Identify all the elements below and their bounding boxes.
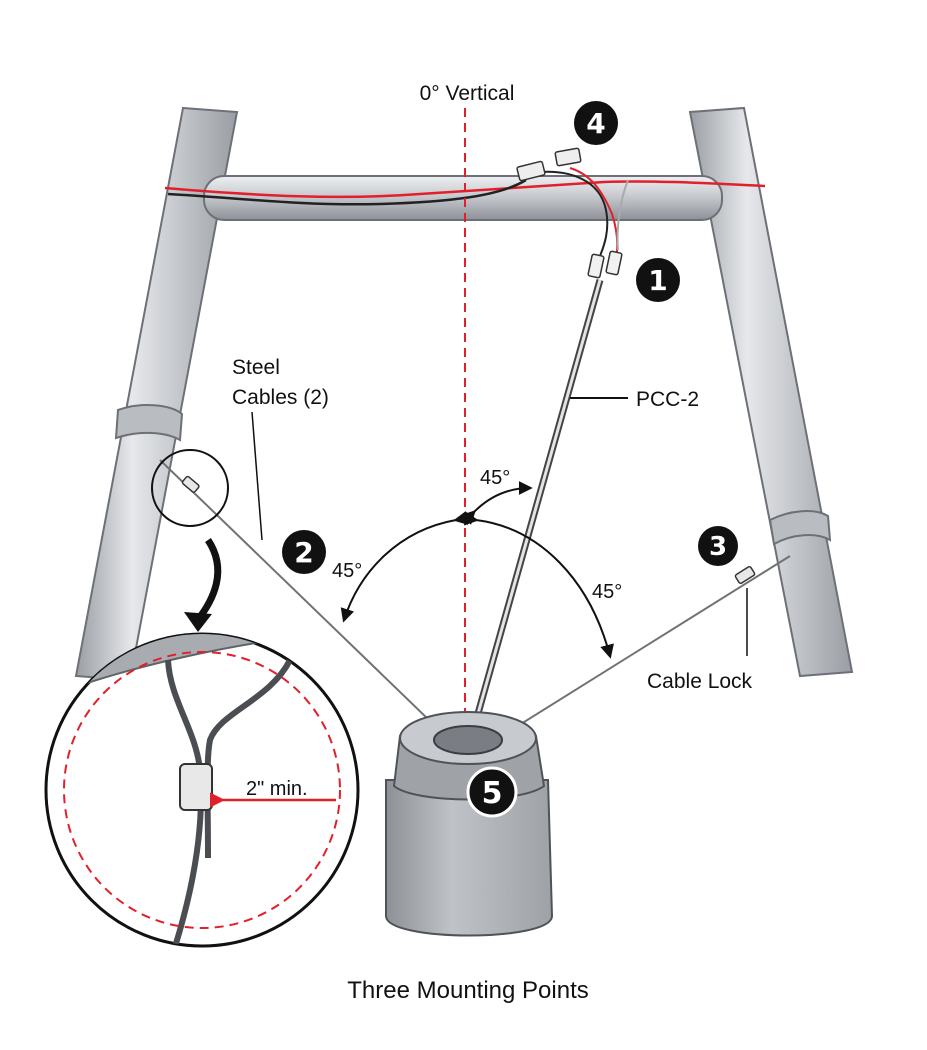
angle-arc-right	[464, 511, 614, 659]
badge-5-circle	[466, 766, 518, 818]
speaker	[385, 711, 554, 937]
truss-right-sleeve	[768, 510, 832, 546]
steel-drop-wire	[616, 179, 629, 251]
steel-cables-leader	[251, 411, 263, 541]
steel-cable-right	[491, 555, 791, 743]
badge-1: 1	[636, 258, 680, 302]
zoom-cable-lock	[179, 763, 213, 811]
badge-3: 3	[698, 526, 738, 566]
badge-5-number: 5	[482, 776, 503, 811]
badge-1-circle	[636, 258, 680, 302]
angle-arc-top	[461, 481, 533, 525]
badge-1-number: 1	[648, 264, 667, 297]
steel-cables-label-line2: Cables (2)	[232, 386, 329, 409]
pcc2-pole-core	[468, 279, 602, 743]
badge-4: 4	[574, 101, 618, 145]
badge-4-circle	[574, 101, 618, 145]
pcc2-label: PCC-2	[636, 388, 699, 411]
angle-label-left: 45°	[332, 560, 362, 582]
left-cable-lock	[181, 475, 200, 493]
angle-arc-left	[340, 511, 469, 623]
cable-lock-label: Cable Lock	[647, 670, 753, 693]
wire-connectors	[516, 147, 623, 279]
badge-5: 5	[466, 766, 518, 818]
min-distance-label: 2" min.	[246, 778, 308, 800]
detail-highlight-circle	[151, 449, 229, 527]
red-wire	[164, 180, 766, 199]
steel-cables	[159, 459, 791, 749]
zoom-detail	[44, 632, 360, 948]
speaker-mount-hole	[433, 725, 503, 755]
badge-2-number: 2	[294, 536, 313, 569]
badge-2-circle	[282, 530, 326, 574]
cable-lock-clamp	[734, 565, 756, 585]
badge-3-circle	[698, 526, 738, 566]
pcc2-pole	[466, 279, 604, 743]
zoom-arrow	[193, 538, 222, 625]
badge-2: 2	[282, 530, 326, 574]
angle-label-right: 45°	[592, 581, 622, 603]
angle-label-top: 45°	[480, 467, 510, 489]
vertical-label: 0° Vertical	[420, 82, 515, 105]
connector-left	[516, 160, 546, 182]
speaker-body	[385, 779, 554, 937]
zoom-red-dashed-circle	[63, 651, 341, 929]
cable-clamp-1	[587, 253, 605, 279]
power-wires	[164, 167, 766, 261]
cable-lock	[734, 565, 756, 656]
black-wire	[167, 178, 527, 206]
black-drop-wire	[539, 170, 609, 257]
connector-right	[554, 147, 582, 167]
steel-cables-label-line1: Steel	[232, 356, 280, 379]
steel-cable-left	[159, 459, 459, 749]
badge-3-number: 3	[709, 532, 727, 562]
badge-4-number: 4	[586, 107, 605, 140]
cable-clamp-2	[605, 250, 623, 276]
angle-indicators	[340, 481, 614, 659]
zoom-arrow-head	[184, 612, 212, 632]
truss-left-sleeve	[114, 404, 184, 442]
diagram-caption: Three Mounting Points	[347, 977, 588, 1004]
